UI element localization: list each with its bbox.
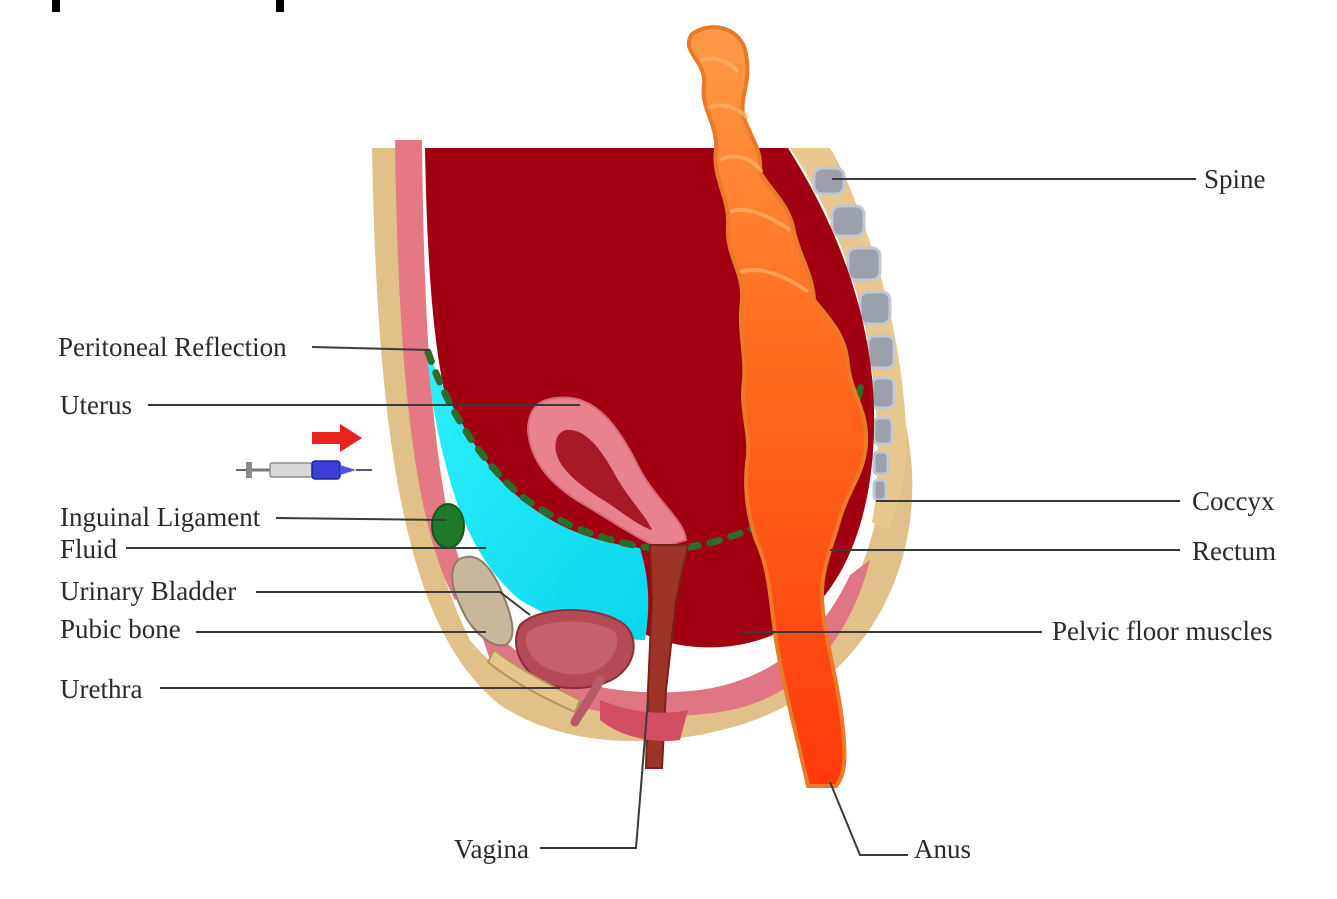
label-fluid: Fluid: [60, 534, 118, 564]
red-arrow-icon: [312, 424, 362, 452]
inguinal-ligament: [432, 504, 464, 548]
label-coccyx: Coccyx: [1192, 486, 1275, 516]
label-vagina: Vagina: [454, 834, 529, 864]
label-peritoneal-reflection: Peritoneal Reflection: [58, 332, 287, 362]
leader-anus: [830, 782, 908, 855]
label-anus: Anus: [914, 834, 971, 864]
label-urinary-bladder: Urinary Bladder: [60, 576, 236, 606]
label-spine: Spine: [1204, 164, 1266, 194]
corner-mark-right: [276, 0, 284, 12]
label-pelvic-floor-muscles: Pelvic floor muscles: [1052, 616, 1272, 646]
label-rectum: Rectum: [1192, 536, 1276, 566]
label-urethra: Urethra: [60, 674, 142, 704]
label-inguinal-ligament: Inguinal Ligament: [60, 502, 261, 532]
label-pubic-bone: Pubic bone: [60, 614, 181, 644]
corner-mark-left: [52, 0, 60, 12]
syringe-icon: [236, 461, 372, 479]
label-uterus: Uterus: [60, 390, 132, 420]
